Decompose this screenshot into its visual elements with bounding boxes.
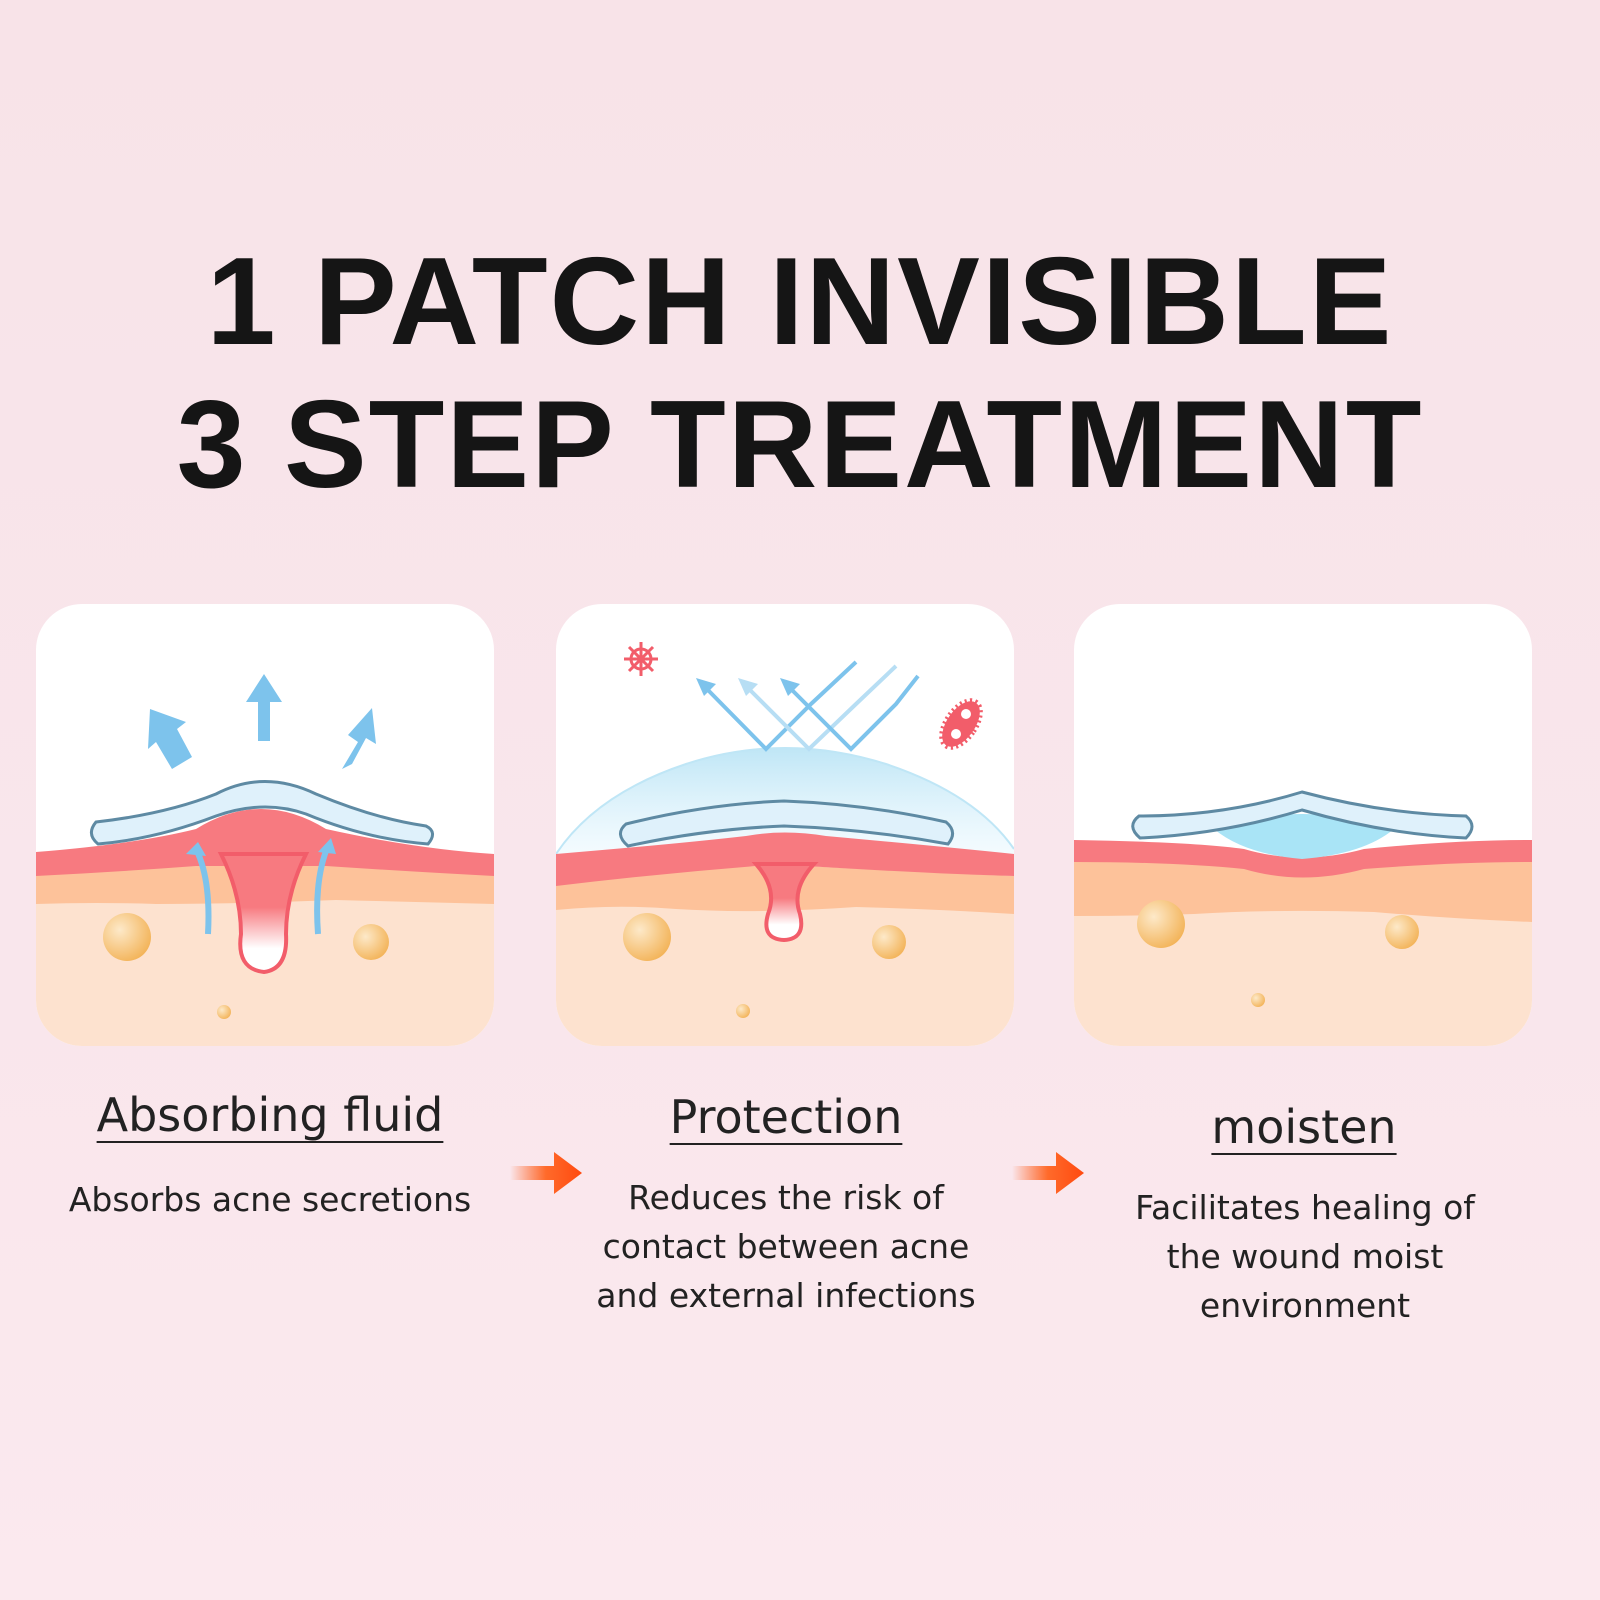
next-step-arrow-icon [1012, 1152, 1084, 1194]
step-3-description: Facilitates healing of the wound moist e… [1135, 1188, 1475, 1325]
step-1-description: Absorbs acne secretions [68, 1180, 472, 1219]
title-line-2: 3 STEP TREATMENT [176, 376, 1424, 514]
moisten-illustration [1074, 604, 1532, 1046]
step-3-label: moisten [1211, 1100, 1397, 1154]
step-1-label: Absorbing fluid [96, 1088, 444, 1142]
step-2-description: Reduces the risk of contact between acne… [596, 1178, 976, 1315]
step-2-label: Protection [669, 1090, 903, 1144]
virus-icon [624, 642, 658, 676]
protection-illustration [556, 604, 1014, 1046]
bacteria-icon [939, 698, 983, 750]
title-line-1: 1 PATCH INVISIBLE [206, 233, 1394, 371]
next-step-arrow-icon [510, 1152, 582, 1194]
absorbing-fluid-illustration [36, 604, 494, 1046]
